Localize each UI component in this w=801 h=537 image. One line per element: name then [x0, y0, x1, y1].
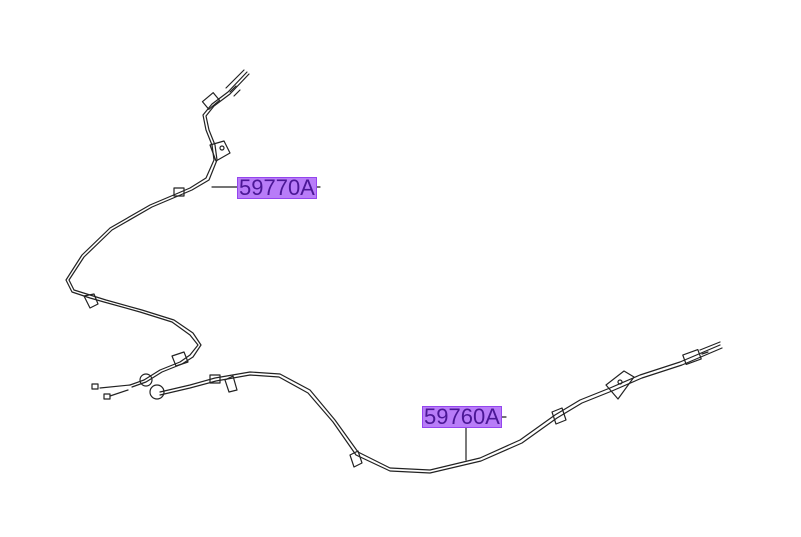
- front-cable-59770a: [65, 69, 321, 400]
- rear-cable-59760a: [149, 341, 723, 474]
- part-callout-59770a[interactable]: 59770A: [237, 175, 317, 200]
- part-callout-59760a[interactable]: 59760A: [422, 404, 502, 429]
